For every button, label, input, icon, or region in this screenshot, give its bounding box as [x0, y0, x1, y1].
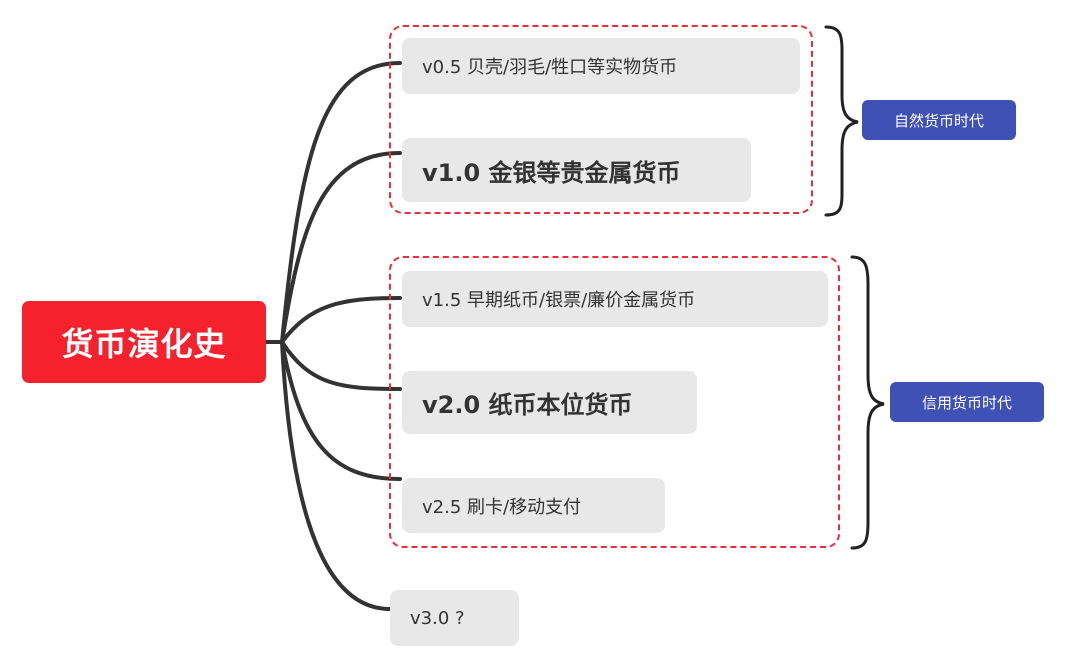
node-v2-5[interactable]: v2.5 刷卡/移动支付: [402, 478, 665, 533]
node-label: v2.0 纸币本位货币: [422, 391, 633, 419]
connector-v0.5: [280, 61, 402, 344]
connector-v1.5: [280, 296, 402, 344]
connector-v3.0: [280, 340, 392, 611]
root-label: 货币演化史: [61, 325, 227, 363]
connector-v2.0: [280, 340, 402, 391]
era-label-text: 信用货币时代: [921, 393, 1012, 412]
node-label: v1.0 金银等贵金属货币: [422, 158, 681, 187]
node-label: v3.0 ?: [410, 607, 465, 629]
connector-v1.0: [280, 151, 402, 344]
root-node[interactable]: 货币演化史: [22, 301, 266, 383]
group-credit-era-box: [389, 256, 840, 548]
node-label: v2.5 刷卡/移动支付: [422, 496, 582, 518]
node-v3-0[interactable]: v3.0 ?: [390, 590, 519, 646]
connector-v2.5: [280, 340, 402, 481]
era-label-credit[interactable]: 信用货币时代: [890, 382, 1044, 422]
brace-natural-era: [824, 25, 859, 217]
group-natural-era-box: [389, 25, 813, 214]
node-v2-0[interactable]: v2.0 纸币本位货币: [402, 371, 697, 434]
node-v1-0[interactable]: v1.0 金银等贵金属货币: [402, 138, 751, 202]
brace-credit-era: [850, 255, 885, 550]
era-label-natural[interactable]: 自然货币时代: [862, 100, 1016, 140]
era-label-text: 自然货币时代: [893, 111, 984, 130]
node-v1-5[interactable]: v1.5 早期纸币/银票/廉价金属货币: [402, 271, 828, 327]
node-v0-5[interactable]: v0.5 贝壳/羽毛/牲口等实物货币: [402, 38, 800, 94]
node-label: v1.5 早期纸币/银票/廉价金属货币: [422, 290, 696, 311]
node-label: v0.5 贝壳/羽毛/牲口等实物货币: [422, 57, 678, 78]
